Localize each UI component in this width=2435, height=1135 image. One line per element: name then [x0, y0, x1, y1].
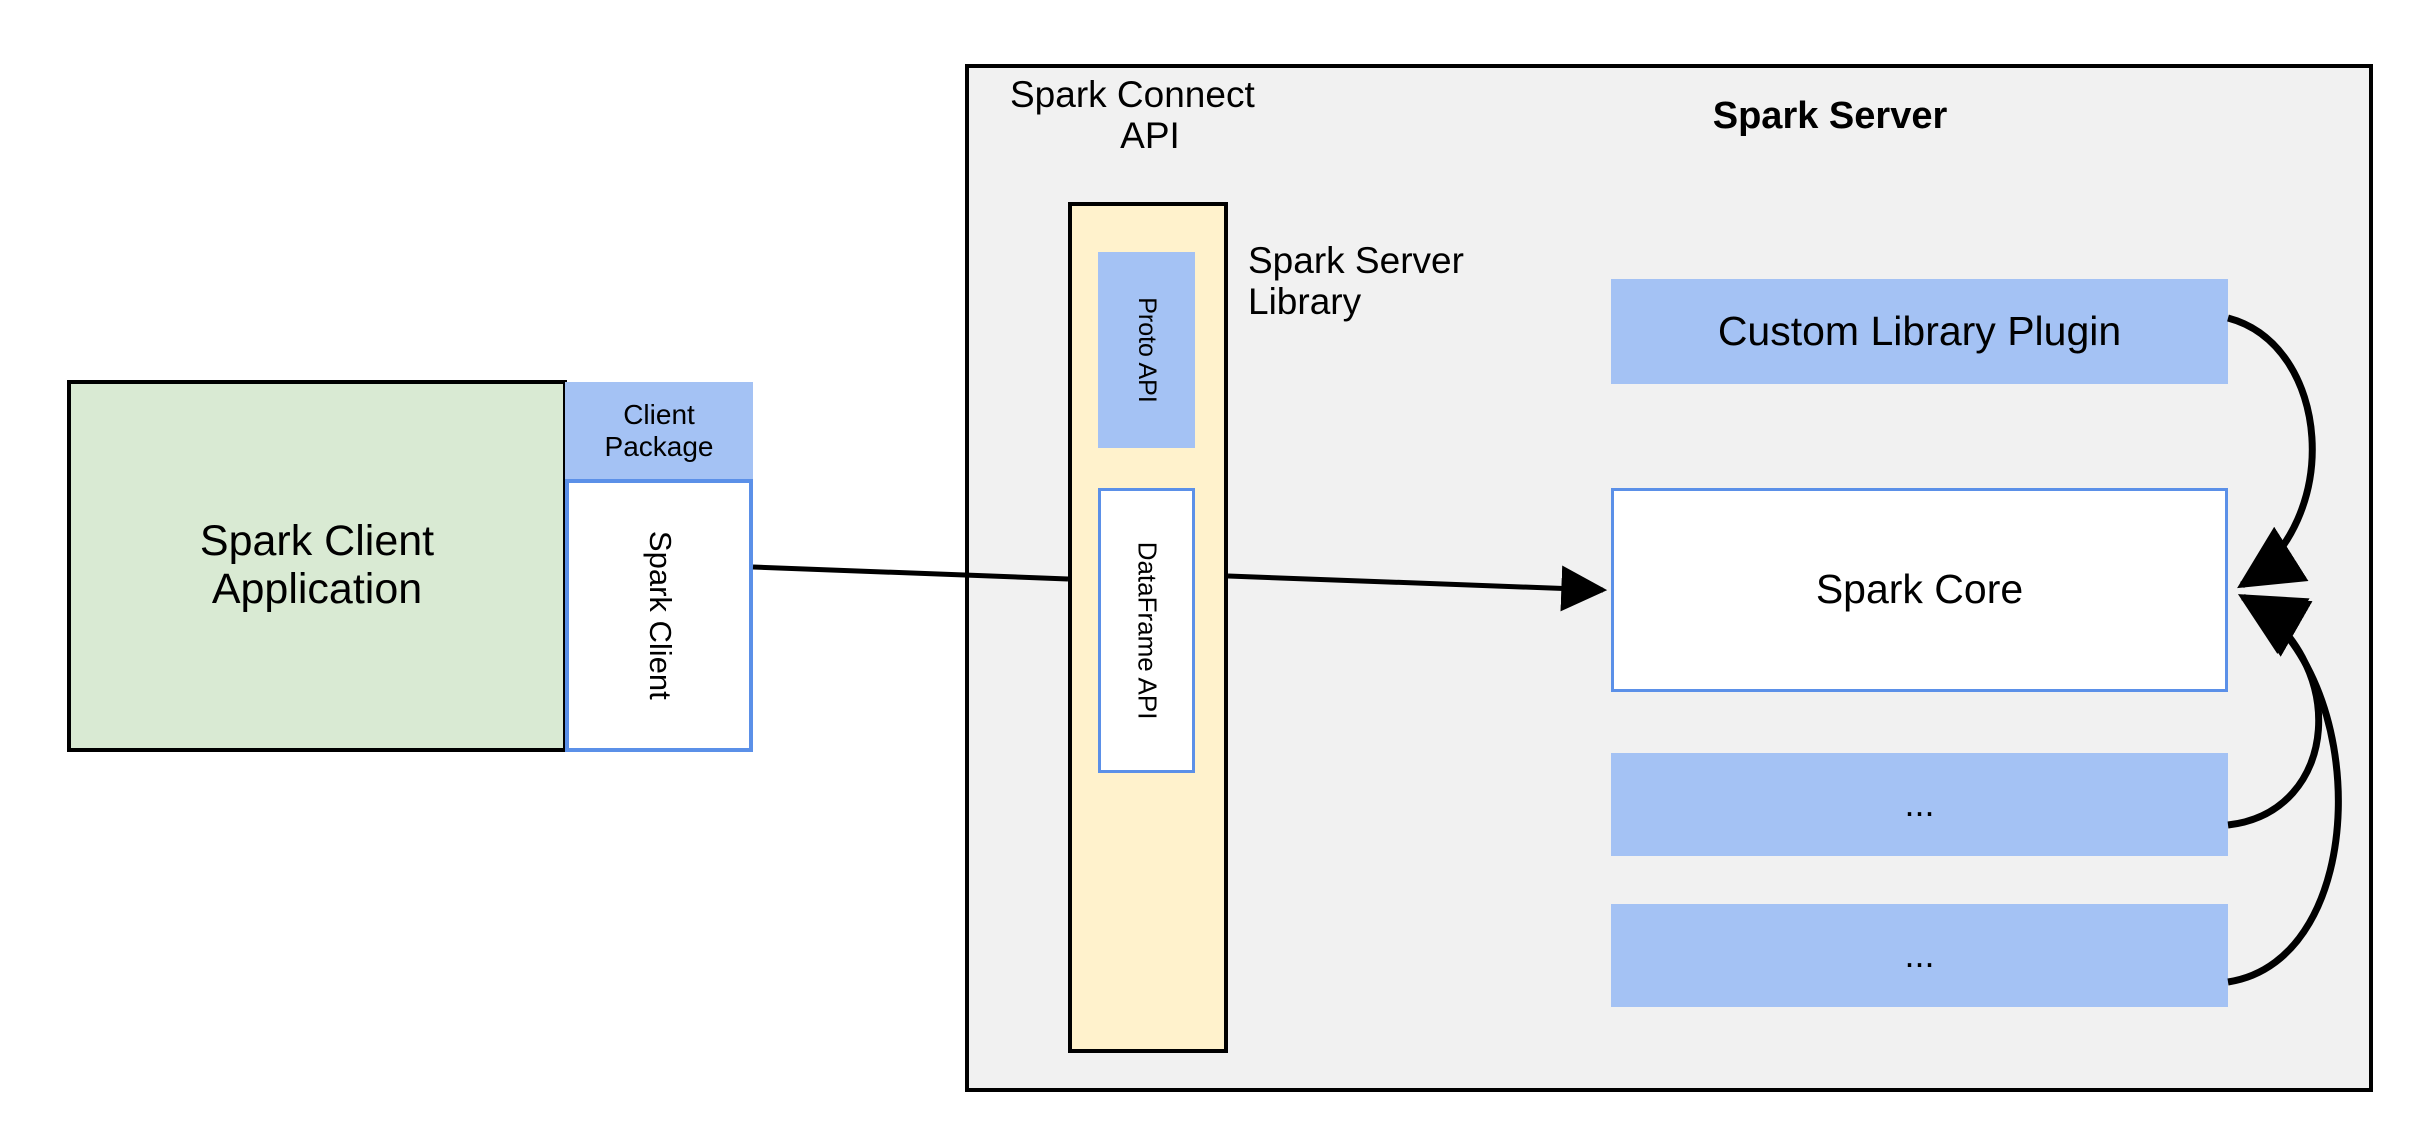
ellipsis-label-1: ...: [1904, 783, 1935, 825]
spark-core-label: Spark Core: [1815, 566, 2024, 613]
spark-client-application-box[interactable]: Spark Client Application: [67, 380, 567, 752]
spark-client-application-label: Spark Client Application: [199, 516, 435, 613]
proto-api-label: Proto API: [1132, 297, 1161, 403]
spark-connect-api-label: Spark Connect API: [1010, 74, 1255, 157]
ellipsis-box-1[interactable]: ...: [1611, 753, 2228, 856]
dataframe-api-label: DataFrame API: [1132, 541, 1163, 720]
ellipsis-label-2: ...: [1904, 934, 1935, 976]
ellipsis-box-2[interactable]: ...: [1611, 904, 2228, 1007]
custom-library-plugin-label: Custom Library Plugin: [1717, 307, 2122, 354]
spark-server-title: Spark Server: [1712, 94, 1948, 137]
spark-client-box[interactable]: Spark Client: [565, 479, 753, 752]
client-package-label: Client Package: [604, 399, 714, 462]
spark-client-label: Spark Client: [642, 531, 678, 700]
dataframe-api-box[interactable]: DataFrame API: [1098, 488, 1195, 773]
spark-core-box[interactable]: Spark Core: [1611, 488, 2228, 692]
proto-api-box[interactable]: Proto API: [1098, 252, 1195, 448]
custom-library-plugin-box[interactable]: Custom Library Plugin: [1611, 279, 2228, 384]
spark-server-library-label: Spark Server Library: [1248, 240, 1464, 323]
client-package-box[interactable]: Client Package: [565, 382, 753, 479]
